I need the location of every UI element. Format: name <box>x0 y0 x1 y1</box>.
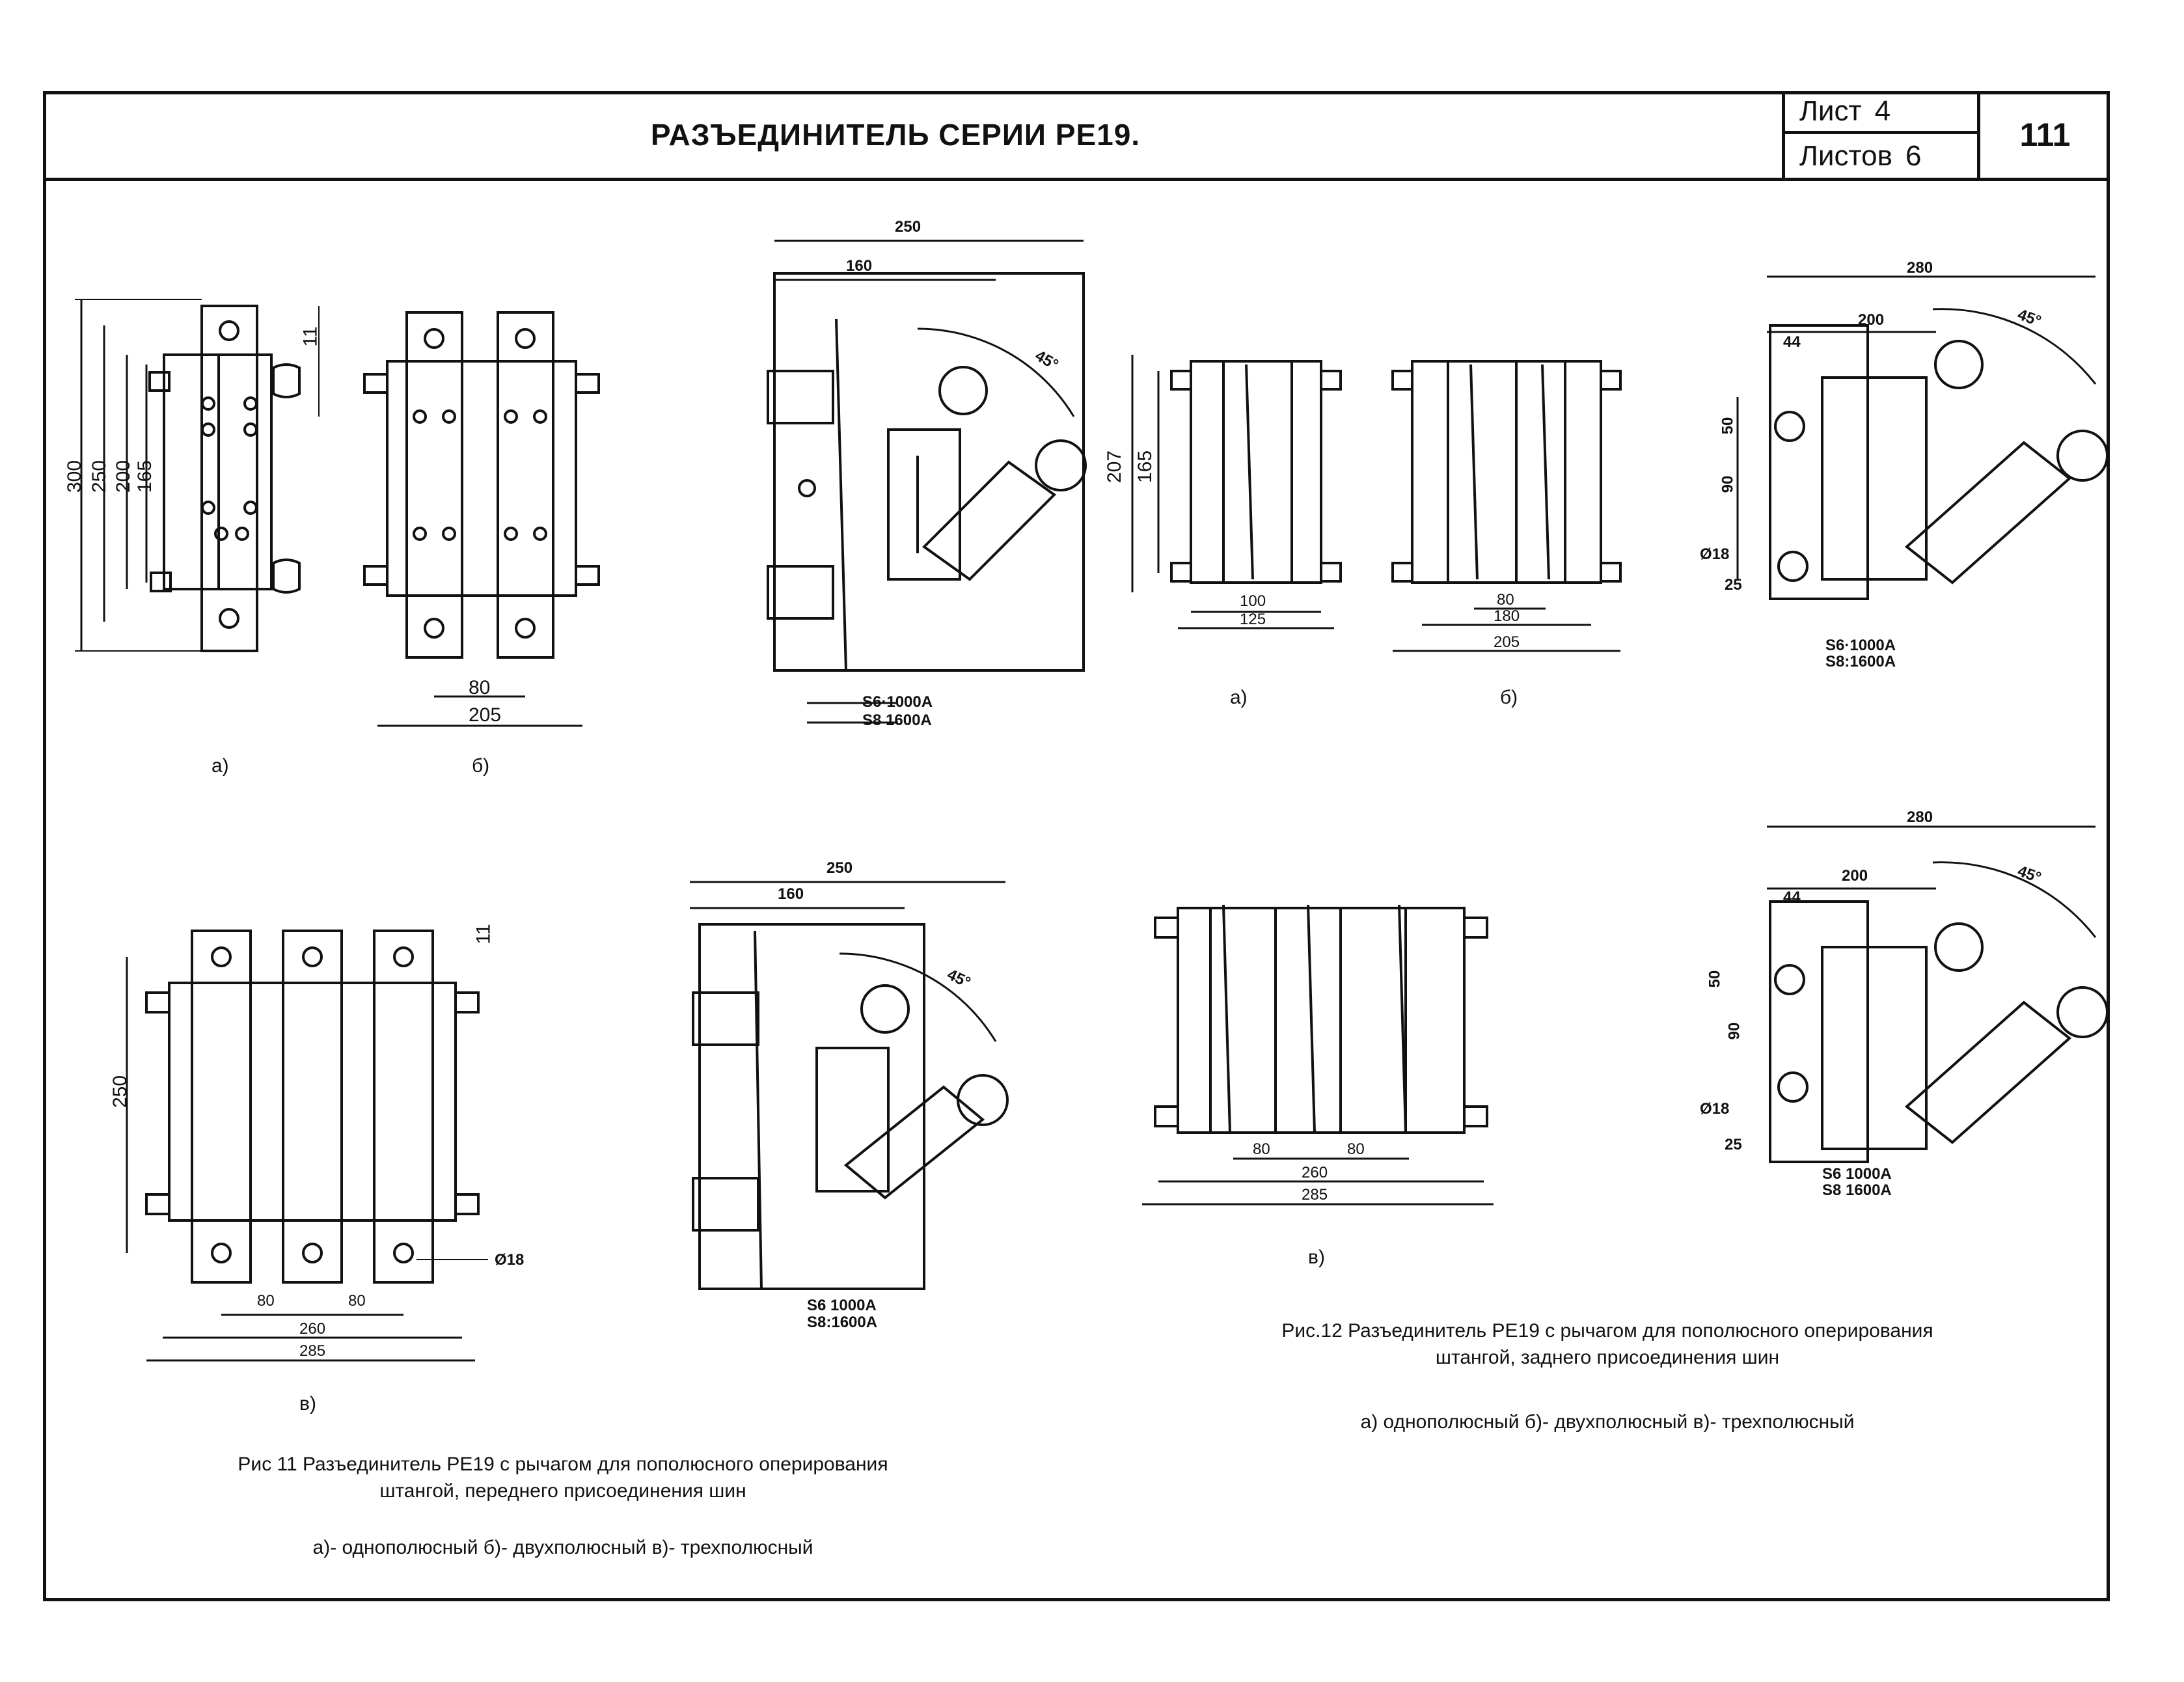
title-block: РАЗЪЕДИНИТЕЛЬ СЕРИИ РЕ19. Лист 4 Листов … <box>43 91 2110 181</box>
dim-280: 280 <box>1907 259 1933 277</box>
section-s8: S8:1600A <box>1825 653 1896 670</box>
fig11-legend: а)- однополюсный б)- двухполюсный в)- тр… <box>312 1537 813 1558</box>
section-s8: S8 1600A <box>1822 1181 1892 1199</box>
dim-250: 250 <box>89 460 111 493</box>
dim-80-right: 80 <box>1347 1140 1365 1158</box>
fig12-caption-line-2: штангой, заднего присоединения шин <box>1435 1346 1780 1368</box>
dim-200: 200 <box>1842 867 1868 885</box>
sheet-title: РАЗЪЕДИНИТЕЛЬ СЕРИИ РЕ19. <box>650 117 1141 152</box>
section-s6: S6·1000A <box>1825 637 1896 654</box>
fig12-label-b: б) <box>1500 687 1518 708</box>
dim-165: 165 <box>134 460 156 493</box>
dim-205: 205 <box>469 704 502 726</box>
dim-205: 205 <box>1494 633 1520 651</box>
dim-80-right: 80 <box>348 1292 366 1310</box>
section-s6: S6 1000A <box>807 1297 877 1314</box>
fig11-v-drawing <box>126 930 488 1362</box>
dim-80-left: 80 <box>257 1292 275 1310</box>
dim-side-250: 250 <box>895 218 921 236</box>
fig12-a-drawing <box>1131 355 1342 629</box>
dim-side-250: 250 <box>826 859 853 877</box>
section-s8: S8 1600A <box>862 711 932 729</box>
fig12-side-top-drawing <box>1736 275 2109 600</box>
section-s6: S6·1000A <box>862 693 933 711</box>
sheet-label: Лист <box>1799 94 1862 127</box>
sheet-counter: Лист 4 Листов 6 <box>1782 91 1977 178</box>
fig12-legend: а) однополюсный б)- двухполюсный в)- тре… <box>1360 1411 1855 1433</box>
fig11-caption-line-2: штангой, переднего присоединения шин <box>379 1480 746 1502</box>
dim-44: 44 <box>1783 333 1801 351</box>
dim-diameter: Ø18 <box>1700 545 1730 563</box>
sheets-total-cell: Листов 6 <box>1785 135 1977 178</box>
fig12-caption: Рис.12 Разъединитель РЕ19 с рычагом для … <box>1171 1318 2043 1371</box>
fig11-caption: Рис 11 Разъединитель РЕ19 с рычагом для … <box>117 1452 1009 1504</box>
dim-100: 100 <box>1240 592 1266 610</box>
dim-diameter: Ø18 <box>1700 1100 1730 1118</box>
dim-50: 50 <box>1719 417 1737 435</box>
fig12-label-a: а) <box>1230 687 1248 708</box>
dim-260: 260 <box>1302 1164 1328 1181</box>
fig12-caption-line-1: Рис.12 Разъединитель РЕ19 с рычагом для … <box>1281 1320 1933 1342</box>
sheets-label: Листов <box>1799 140 1892 172</box>
dim-50: 50 <box>1706 970 1724 988</box>
dim-side-160: 160 <box>778 885 804 903</box>
dim-44: 44 <box>1783 889 1801 906</box>
dim-285: 285 <box>1302 1186 1328 1204</box>
dim-285: 285 <box>299 1342 326 1360</box>
fig12-v-drawing <box>1142 904 1494 1206</box>
dim-25: 25 <box>1725 576 1742 594</box>
dim-90: 90 <box>1719 475 1737 493</box>
dim-300: 300 <box>64 460 86 493</box>
fig12-b-drawing <box>1391 360 1622 652</box>
dim-207: 207 <box>1104 450 1126 484</box>
sheets-value: 6 <box>1905 140 1922 172</box>
dim-125: 125 <box>1240 611 1266 628</box>
fig11-label-a: а) <box>212 755 229 777</box>
dim-280: 280 <box>1907 808 1933 826</box>
sheet-frame <box>43 91 2110 1601</box>
fig11-side-bottom-drawing <box>690 881 1009 1290</box>
dim-diameter: Ø18 <box>495 1251 525 1269</box>
fig12-side-bottom-drawing <box>1767 825 2109 1163</box>
fig11-a-drawing <box>75 299 320 652</box>
fig11-b-drawing <box>363 311 600 727</box>
dim-side-160: 160 <box>846 257 873 275</box>
dim-200: 200 <box>1858 311 1885 329</box>
dim-180: 180 <box>1494 607 1520 625</box>
fig11-label-b: б) <box>472 755 490 777</box>
dim-260: 260 <box>299 1320 326 1338</box>
dim-80: 80 <box>469 677 491 698</box>
dim-165: 165 <box>1134 450 1156 484</box>
dim-90: 90 <box>1725 1022 1743 1040</box>
dim-25: 25 <box>1725 1136 1742 1153</box>
dim-250: 250 <box>109 1075 131 1109</box>
fig11-caption-line-1: Рис 11 Разъединитель РЕ19 с рычагом для … <box>238 1454 888 1475</box>
section-s6: S6 1000A <box>1822 1165 1892 1183</box>
dim-200: 200 <box>113 460 135 493</box>
fig11-side-top-drawing <box>767 240 1087 724</box>
section-s8: S8:1600A <box>807 1314 878 1331</box>
sheet-value: 4 <box>1874 94 1891 127</box>
fig11-label-v: в) <box>299 1393 316 1414</box>
dim-11: 11 <box>299 326 321 347</box>
dim-80-left: 80 <box>1253 1140 1270 1158</box>
sheet-number-cell: Лист 4 <box>1785 91 1977 134</box>
fig12-label-v: в) <box>1308 1247 1325 1268</box>
page-number: 111 <box>1977 91 2110 178</box>
dim-80: 80 <box>1497 591 1514 609</box>
dim-11: 11 <box>472 924 495 944</box>
